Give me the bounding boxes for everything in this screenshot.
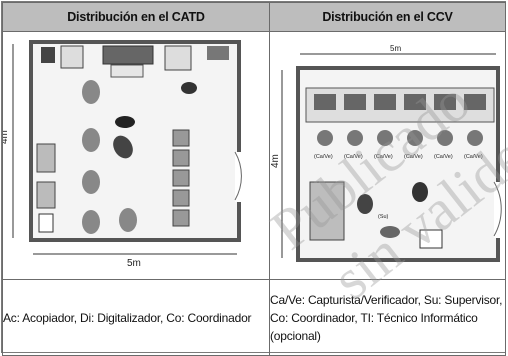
ccv-door-gap [494, 182, 500, 238]
ccv-station-label-5: (Ca/Ve) [434, 154, 453, 160]
catd-chair-6 [119, 208, 137, 232]
ccv-floor-plan: (Ca/Ve) (Ca/Ve) (Ca/Ve) (Ca/Ve) (Ca/Ve) … [270, 44, 502, 262]
ccv-chair-1 [317, 130, 333, 146]
ccv-monitor-2 [344, 94, 366, 110]
catd-legend: Ac: Acopiador, Di: Digitalizador, Co: Co… [2, 279, 270, 356]
catd-floor-plan: 4m 5m [3, 40, 242, 269]
catd-door-gap [235, 152, 241, 202]
ccv-coordinator-chair [357, 194, 373, 214]
ccv-chairs [317, 130, 483, 146]
catd-width-label: 5m [127, 258, 141, 269]
catd-right-desk-5 [172, 209, 190, 227]
catd-chair-top [181, 82, 197, 94]
ccv-chair-4 [407, 130, 423, 146]
catd-right-desk-3 [172, 169, 190, 187]
ccv-floor-plan-cell: (Ca/Ve) (Ca/Ve) (Ca/Ve) (Ca/Ve) (Ca/Ve) … [269, 31, 506, 280]
ccv-width-label: 5m [390, 44, 401, 53]
catd-left-desk-2 [36, 181, 56, 209]
catd-left-desk-3 [38, 213, 54, 233]
ccv-supervisor-label: (Su) [378, 214, 389, 220]
ccv-chair-5 [437, 130, 453, 146]
catd-coordinator-desk [113, 135, 133, 159]
catd-chair-5 [115, 116, 135, 128]
ccv-monitor-6 [464, 94, 486, 110]
ccv-chair-6 [467, 130, 483, 146]
ccv-monitor-3 [374, 94, 396, 110]
ccv-station-label-6: (Ca/Ve) [464, 154, 483, 160]
catd-header: Distribución en el CATD [2, 2, 270, 32]
ccv-station-label-1: (Ca/Ve) [314, 154, 333, 160]
catd-cabinet [41, 47, 55, 63]
catd-chair-2 [82, 128, 100, 152]
ccv-workstation-table [305, 87, 495, 123]
ccv-monitors [314, 94, 486, 110]
ccv-chair-2 [347, 130, 363, 146]
ccv-height-label: 4m [270, 154, 281, 168]
catd-right-desk-1 [172, 129, 190, 147]
catd-height-label: 4m [3, 130, 10, 144]
catd-scanner-table [102, 45, 154, 65]
catd-left-desk-1 [36, 143, 56, 173]
catd-printer [110, 64, 144, 78]
ccv-station-label-2: (Ca/Ve) [344, 154, 363, 160]
ccv-header: Distribución en el CCV [269, 2, 506, 32]
catd-right-desk-4 [172, 189, 190, 207]
catd-floor-plan-cell: 4m 5m [2, 31, 270, 280]
ccv-chair-3 [377, 130, 393, 146]
catd-door-swing [234, 151, 242, 201]
ccv-supervisor-desk [380, 226, 400, 238]
ccv-monitor-4 [404, 94, 426, 110]
ccv-station-label-4: (Ca/Ve) [404, 154, 423, 160]
ccv-it-desk [419, 229, 443, 249]
catd-chair-3 [82, 170, 100, 194]
ccv-monitor-5 [434, 94, 456, 110]
ccv-monitor-1 [314, 94, 336, 110]
catd-desk-2 [164, 45, 192, 71]
catd-chair-4 [82, 210, 100, 234]
ccv-door-swing [493, 181, 502, 237]
ccv-legend: Ca/Ve: Capturista/Verificador, Su: Super… [269, 279, 506, 356]
catd-chair-1 [82, 80, 100, 104]
ccv-supervisor-chair [412, 182, 428, 202]
catd-shelf [207, 46, 229, 60]
catd-desk-1 [60, 45, 84, 69]
ccv-coordinator-desk [309, 181, 345, 241]
ccv-station-label-3: (Ca/Ve) [374, 154, 393, 160]
catd-right-desk-2 [172, 149, 190, 167]
